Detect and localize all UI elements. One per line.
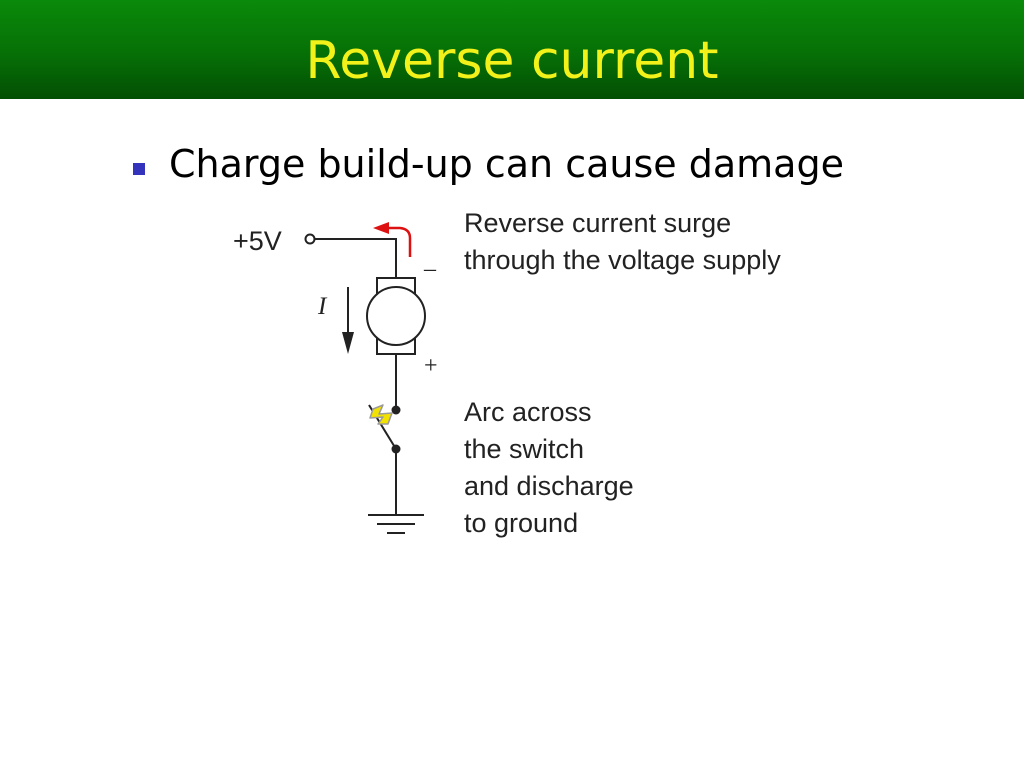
arc-note-line: to ground	[464, 508, 579, 538]
reverse-note-line: through the voltage supply	[464, 245, 781, 275]
supply-terminal	[304, 233, 316, 245]
arc-note: Arc across the switch and discharge to g…	[464, 394, 634, 542]
current-label: I	[317, 293, 328, 320]
arc-note-line: the switch	[464, 434, 585, 464]
minus-label: –	[423, 256, 437, 282]
arc-note-line: Arc across	[464, 397, 592, 427]
title-bar	[0, 0, 1024, 99]
motor-icon	[366, 286, 426, 346]
reverse-note-line: Reverse current surge	[464, 208, 732, 238]
bullet-marker	[133, 163, 145, 175]
current-arrowhead	[342, 332, 354, 354]
spark-icon	[369, 404, 393, 425]
supply-label: +5V	[233, 226, 282, 256]
plus-label: +	[424, 353, 438, 379]
bullet-text: Charge build-up can cause damage	[169, 142, 844, 186]
switch-contact-top	[391, 405, 401, 415]
reverse-current-arrow	[387, 226, 412, 257]
slide-title: Reverse current	[305, 31, 719, 91]
reverse-current-note: Reverse current surge through the voltag…	[464, 205, 781, 279]
reverse-current-arrowhead	[373, 222, 389, 234]
arc-note-line: and discharge	[464, 471, 634, 501]
supply-wire	[315, 238, 397, 278]
